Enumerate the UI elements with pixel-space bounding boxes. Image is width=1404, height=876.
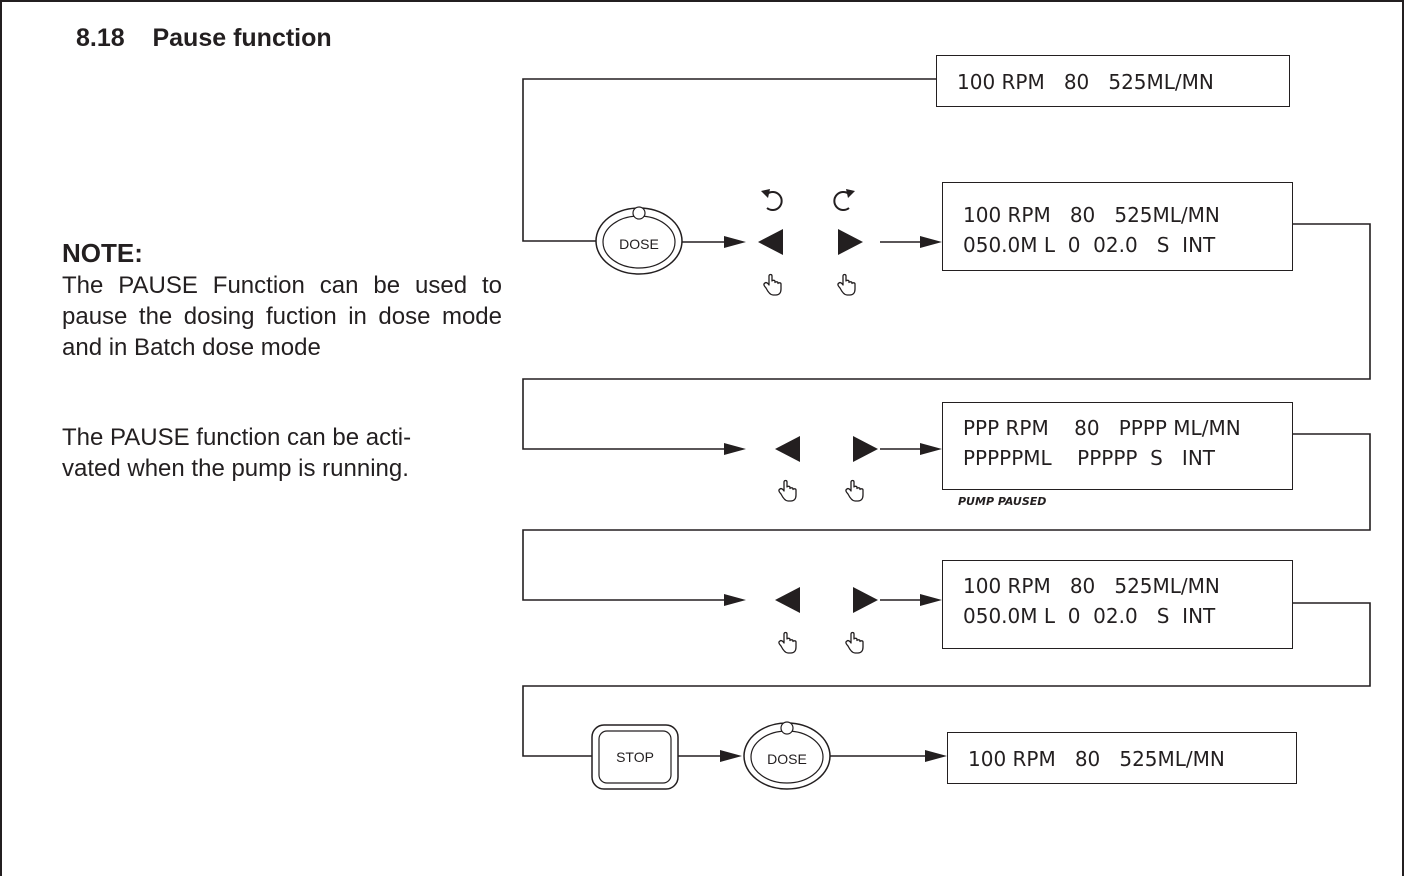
connector-line bbox=[522, 433, 1371, 601]
dose-button[interactable]: DOSE bbox=[743, 721, 831, 790]
section-heading: 8.18 Pause function bbox=[76, 24, 332, 53]
hand-press-icon bbox=[845, 479, 864, 502]
rotate-cw-icon bbox=[833, 189, 855, 211]
section-title: Pause function bbox=[152, 24, 332, 52]
arrowhead bbox=[720, 750, 742, 762]
lcd-line-2: PPPPPML PPPPP S INT bbox=[963, 446, 1215, 470]
pump-paused-caption: PUMP PAUSED bbox=[958, 495, 1047, 508]
note-heading: NOTE: bbox=[62, 238, 143, 268]
stop-button[interactable]: STOP bbox=[591, 724, 679, 790]
hand-press-icon bbox=[837, 273, 856, 296]
arrowhead bbox=[920, 594, 942, 606]
lcd-line-1: 100 RPM 80 525ML/MN bbox=[963, 203, 1220, 227]
hand-press-icon bbox=[845, 631, 864, 654]
arrowhead bbox=[925, 750, 947, 762]
right-arrow-key-icon bbox=[838, 229, 863, 255]
connector-line bbox=[522, 78, 936, 242]
lcd-display: 100 RPM 80 525ML/MN bbox=[947, 732, 1297, 784]
lcd-line-1: 100 RPM 80 525ML/MN bbox=[963, 574, 1220, 598]
left-arrow-key-icon bbox=[775, 436, 800, 462]
rotate-ccw-icon bbox=[761, 189, 783, 211]
arrowhead bbox=[920, 443, 942, 455]
note-paragraph-1: The PAUSE Function can be used to pause … bbox=[62, 272, 502, 361]
dose-button-label: DOSE bbox=[767, 751, 807, 767]
right-arrow-key-icon bbox=[853, 436, 878, 462]
note-paragraph-2-line-1: The PAUSE function can be acti- bbox=[62, 424, 412, 451]
section-number: 8.18 bbox=[76, 24, 125, 52]
stop-button-label: STOP bbox=[616, 749, 654, 765]
left-arrow-key-icon bbox=[775, 587, 800, 613]
lcd-display: 100 RPM 80 525ML/MN bbox=[936, 55, 1290, 107]
lcd-display: PPP RPM 80 PPPP ML/MN PPPPPML PPPPP S IN… bbox=[942, 402, 1293, 490]
lcd-line-2: 050.0M L 0 02.0 S INT bbox=[963, 233, 1216, 257]
left-arrow-key-icon bbox=[758, 229, 783, 255]
note-paragraph-2-line-2: vated when the pump is running. bbox=[62, 455, 409, 482]
arrowhead bbox=[724, 594, 746, 606]
lcd-line-1: 100 RPM 80 525ML/MN bbox=[968, 747, 1225, 771]
lcd-line-1: 100 RPM 80 525ML/MN bbox=[957, 70, 1214, 94]
hand-press-icon bbox=[763, 273, 782, 296]
connector-line bbox=[522, 602, 1371, 757]
right-arrow-key-icon bbox=[853, 587, 878, 613]
lcd-display: 100 RPM 80 525ML/MN 050.0M L 0 02.0 S IN… bbox=[942, 182, 1293, 271]
lcd-line-2: 050.0M L 0 02.0 S INT bbox=[963, 604, 1216, 628]
note-paragraph-2: The PAUSE function can be acti-vated whe… bbox=[62, 422, 512, 484]
arrowhead bbox=[724, 236, 746, 248]
dose-button-label: DOSE bbox=[619, 236, 659, 252]
arrowhead bbox=[724, 443, 746, 455]
lcd-line-1: PPP RPM 80 PPPP ML/MN bbox=[963, 416, 1241, 440]
dose-button[interactable]: DOSE bbox=[595, 206, 683, 275]
lcd-display: 100 RPM 80 525ML/MN 050.0M L 0 02.0 S IN… bbox=[942, 560, 1293, 649]
hand-press-icon bbox=[778, 479, 797, 502]
connector-line bbox=[522, 223, 1371, 450]
hand-press-icon bbox=[778, 631, 797, 654]
arrowhead bbox=[920, 236, 942, 248]
